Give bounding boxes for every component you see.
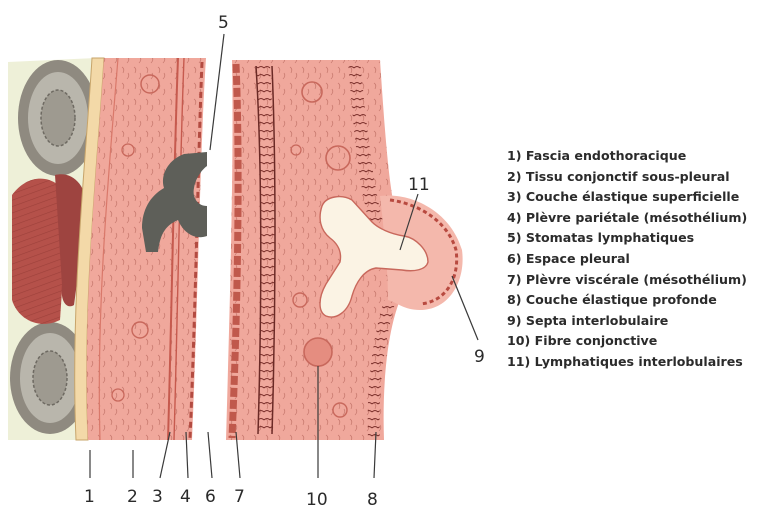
legend-item: 5) Stomatas lymphatiques — [507, 228, 747, 249]
legend-item: 1) Fascia endothoracique — [507, 146, 747, 167]
legend-item: 6) Espace pleural — [507, 249, 747, 270]
label-11: 11 — [408, 175, 430, 195]
legend-item: 10) Fibre conjonctive — [507, 331, 747, 352]
label-9: 9 — [474, 347, 485, 367]
legend-item: 7) Plèvre viscérale (mésothélium) — [507, 270, 747, 291]
legend-item: 2) Tissu conjonctif sous-pleural — [507, 167, 747, 188]
label-6: 6 — [205, 487, 216, 507]
label-7: 7 — [234, 487, 245, 507]
label-4: 4 — [180, 487, 191, 507]
parietal-block — [87, 58, 207, 440]
label-10: 10 — [306, 490, 328, 509]
legend-item: 11) Lymphatiques interlobulaires — [507, 352, 747, 373]
label-3: 3 — [152, 487, 163, 507]
legend-item: 8) Couche élastique profonde — [507, 290, 747, 311]
legend-item: 9) Septa interlobulaire — [507, 311, 747, 332]
label-8: 8 — [367, 490, 378, 509]
label-5: 5 — [218, 13, 229, 33]
legend: 1) Fascia endothoracique 2) Tissu conjon… — [507, 146, 747, 373]
label-2: 2 — [127, 487, 138, 507]
label-1: 1 — [84, 487, 95, 507]
pleural-space — [208, 58, 228, 443]
legend-item: 3) Couche élastique superficielle — [507, 187, 747, 208]
legend-item: 4) Plèvre pariétale (mésothélium) — [507, 208, 747, 229]
